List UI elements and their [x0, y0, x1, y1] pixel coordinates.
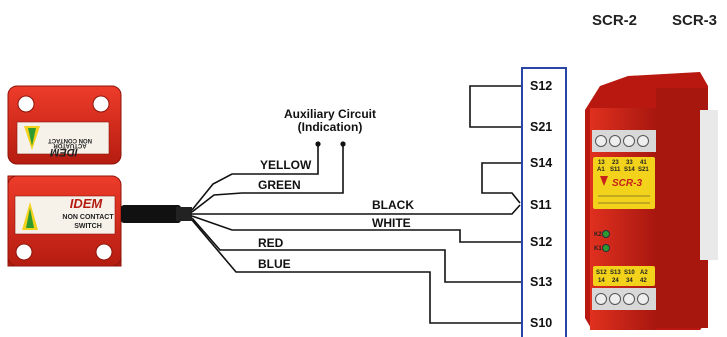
terminal-s12-top: S12: [530, 79, 552, 93]
relay-bottom-row-b-3: 42: [640, 278, 647, 284]
model-header-scr3: SCR-3: [672, 12, 718, 29]
terminal-block: [521, 67, 567, 337]
screw-icon: [92, 95, 110, 113]
led-icon: [602, 244, 610, 252]
relay-bottom-row-b-0: 14: [598, 278, 605, 284]
svg-text:IDEM: IDEM: [49, 146, 77, 158]
relay-top-row-a-0: 13: [598, 160, 605, 166]
screw-icon: [17, 95, 35, 113]
aux-circuit-subtitle: (Indication): [298, 120, 363, 134]
relay-bottom-row-b-1: 24: [612, 278, 619, 284]
relay-bottom-row-a-3: A2: [640, 270, 648, 276]
wire-red: [191, 217, 522, 283]
label-black: BLACK: [372, 198, 414, 212]
screw-icon: [595, 135, 607, 147]
relay-top-row-a-2: 33: [626, 160, 633, 166]
screw-icon: [637, 293, 649, 305]
led-icon: [602, 230, 610, 238]
screw-icon: [623, 293, 635, 305]
switch-brand: IDEM: [70, 196, 104, 211]
safety-switch: IDEM NON CONTACT SWITCH: [7, 175, 192, 267]
screw-icon: [15, 243, 33, 261]
terminal-s13: S13: [530, 275, 552, 289]
label-red: RED: [258, 236, 284, 250]
relay-top-row-b-1: S11: [610, 167, 621, 173]
relay-top-row-b-2: S14: [624, 167, 635, 173]
screw-icon: [609, 135, 621, 147]
switch-line1: NON CONTACT: [62, 214, 114, 221]
relay-top-row-a-1: 23: [612, 160, 619, 166]
relay-top-row-b-0: A1: [597, 167, 605, 173]
actuator-line1: NON CONTACT: [48, 137, 92, 143]
terminal-s11: S11: [530, 198, 552, 212]
wire-yellow: [191, 146, 319, 211]
label-blue: BLUE: [258, 257, 291, 271]
relay-top-row-b-3: S21: [638, 167, 649, 173]
wire-white: [191, 215, 522, 243]
wires: [191, 141, 522, 324]
label-yellow: YELLOW: [260, 158, 312, 172]
screw-icon: [623, 135, 635, 147]
screw-icon: [595, 293, 607, 305]
aux-terminal: [340, 141, 346, 147]
aux-circuit-title: Auxiliary Circuit: [284, 107, 376, 121]
aux-terminal: [315, 141, 321, 147]
model-header-scr2: SCR-2: [592, 12, 638, 29]
switch-line2: SWITCH: [74, 223, 102, 230]
screw-icon: [95, 243, 113, 261]
relay-bottom-row-a-2: S10: [624, 270, 635, 276]
terminal-s14: S14: [530, 156, 552, 170]
led-label-k2: K2: [594, 232, 602, 238]
wire-blue: [191, 219, 522, 324]
safety-relay-module: 13 23 33 41 A1 S11 S14 S21 SCR-3 K2 K1 S…: [585, 72, 718, 330]
actuator: IDEM NON CONTACT ACTUATOR: [7, 85, 122, 165]
terminal-s10: S10: [530, 316, 552, 330]
label-white: WHITE: [372, 216, 411, 230]
led-label-k1: K1: [594, 246, 602, 252]
actuator-brand: IDEM: [49, 146, 77, 158]
screw-icon: [637, 135, 649, 147]
screw-icon: [609, 293, 621, 305]
relay-bottom-row-a-1: S13: [610, 270, 621, 276]
relay-bottom-row-b-2: 34: [626, 278, 633, 284]
wire-black: [192, 204, 521, 215]
label-green: GREEN: [258, 178, 301, 192]
wire-green: [191, 146, 344, 213]
actuator-line2: ACTUATOR: [53, 142, 87, 148]
relay-bottom-row-a-0: S12: [596, 270, 607, 276]
relay-top-row-a-3: 41: [640, 160, 647, 166]
jumper-s12-s21: [469, 85, 522, 128]
terminal-s12: S12: [530, 235, 552, 249]
terminal-s21: S21: [530, 120, 552, 134]
relay-model-label: SCR-3: [612, 178, 642, 189]
jumper-s14-s11: [481, 162, 522, 204]
